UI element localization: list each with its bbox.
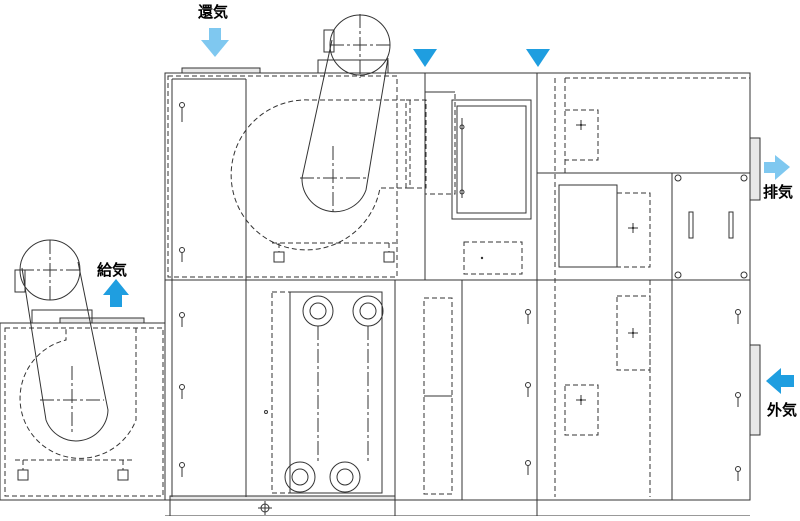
outside-air-section: [564, 295, 651, 436]
section-dividers: [171, 73, 750, 500]
exhaust-air-collar: [749, 137, 761, 201]
arrow-up-icon: [103, 279, 129, 307]
exhaust-air-label: 排気: [763, 183, 793, 201]
outside-air-collar: [749, 344, 761, 436]
return-air-label: 還気: [198, 3, 228, 21]
arrow-right-icon: [764, 155, 790, 180]
crosshair-icon: [258, 501, 272, 515]
return-fan-chamber: [167, 75, 398, 278]
access-window: [451, 99, 532, 275]
coil-section: [264, 291, 453, 495]
supply-air-collar: [59, 317, 145, 324]
outside-air-label: 外気: [766, 401, 797, 419]
arrow-left-icon: [766, 368, 794, 394]
arrow-down-icon: [201, 28, 229, 57]
supply-fan: [4, 239, 164, 497]
triangle-down-icon: [526, 49, 550, 67]
guide-lines: [554, 78, 651, 497]
return-fan: [230, 14, 456, 263]
exhaust-section: [558, 77, 751, 281]
triangle-down-icon: [413, 49, 437, 67]
door-handles: [179, 102, 741, 481]
supply-air-label: 給気: [97, 261, 127, 279]
return-air-collar: [181, 67, 261, 74]
